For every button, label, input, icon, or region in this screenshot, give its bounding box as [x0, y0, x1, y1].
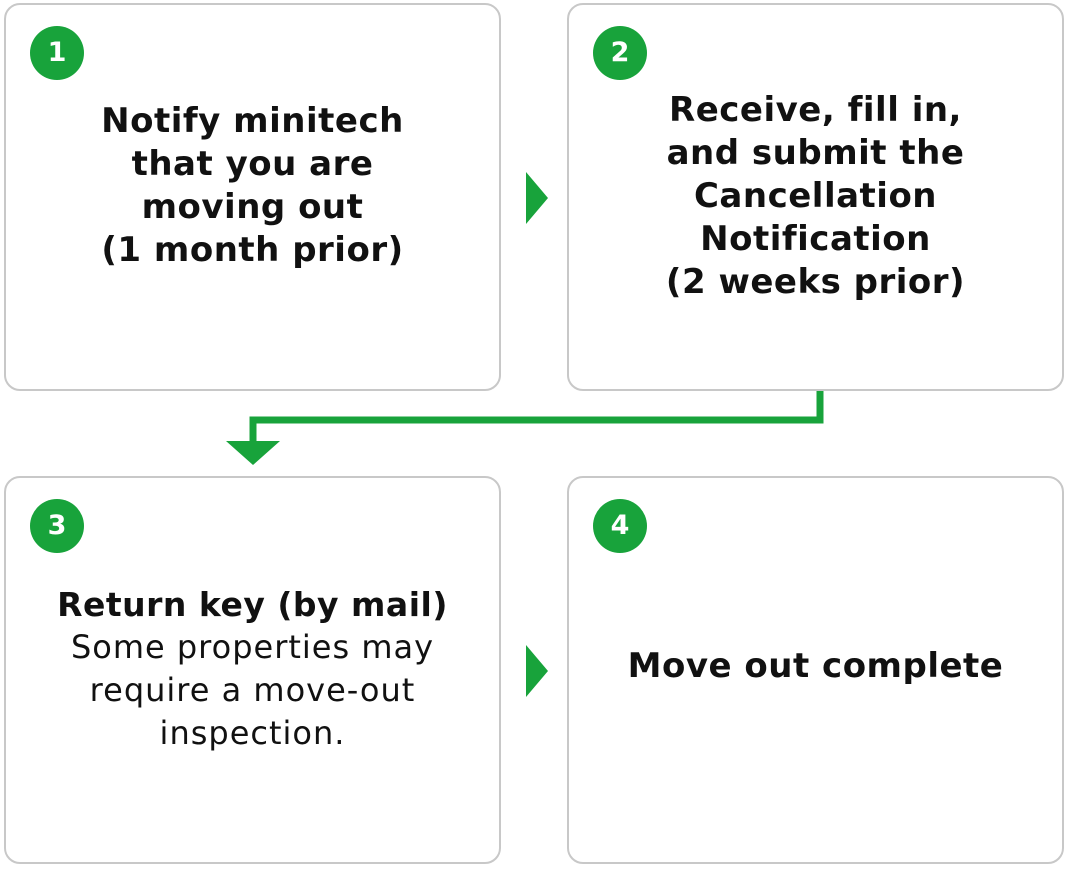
step-1-line: moving out	[141, 187, 364, 227]
step-number-badge: 4	[593, 499, 647, 553]
step-1-line: Notify minitech	[101, 101, 404, 141]
step-4-card: 4	[567, 476, 1064, 864]
step-number-badge: 1	[30, 26, 84, 80]
step-3-card: 3	[4, 476, 501, 864]
step-3-note-line: inspection.	[159, 714, 346, 752]
step-4-line: Move out complete	[627, 646, 1004, 686]
step-1-line: that you are	[131, 144, 374, 184]
arrow-right-icon	[526, 645, 548, 697]
step-3-note-line: Some properties may	[70, 628, 435, 666]
step-2-text: Receive, fill in, and submit the Cancell…	[567, 89, 1064, 304]
step-1-line: (1 month prior)	[101, 230, 404, 270]
step-4-text: Move out complete	[567, 645, 1064, 688]
step-3-text: Return key (by mail) Some properties may…	[4, 583, 501, 755]
arrow-right-icon	[526, 172, 548, 224]
step-2-line: (2 weeks prior)	[665, 262, 966, 302]
step-number-badge: 3	[30, 499, 84, 553]
step-1-text: Notify minitech that you are moving out …	[4, 100, 501, 272]
step-2-line: and submit the	[666, 133, 965, 173]
arrow-down-icon	[226, 441, 280, 465]
step-1-card: 1	[4, 3, 501, 391]
step-2-line: Cancellation	[693, 176, 938, 216]
step-3-note-line: require a move-out	[89, 671, 416, 709]
step-2-line: Notification	[700, 219, 931, 259]
step-2-card: 2	[567, 3, 1064, 391]
step-3-title: Return key (by mail)	[57, 585, 448, 624]
step-number-badge: 2	[593, 26, 647, 80]
elbow-connector-line	[249, 391, 824, 441]
step-2-line: Receive, fill in,	[669, 90, 962, 130]
